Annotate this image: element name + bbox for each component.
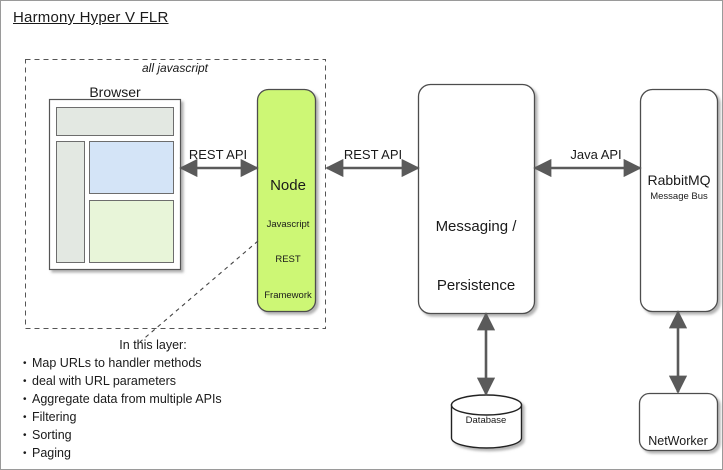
callout-list-item: Paging	[23, 444, 222, 462]
browser-content-blue-panel	[89, 141, 174, 194]
node-subtitle-line-3: Framework	[264, 290, 312, 301]
node-server-title: Node	[270, 177, 306, 194]
networker-label-line-1: NetWorker	[648, 434, 708, 448]
node-server-box[interactable]	[256, 88, 317, 313]
messaging-persistence-label: Messaging / Persistence	[418, 178, 534, 334]
node-subtitle-line-2: REST	[275, 254, 301, 266]
callout-list-item: Filtering	[23, 408, 222, 426]
node-server-subtitle: Javascript REST Framework	[254, 195, 322, 326]
browser-content-green-panel	[89, 200, 174, 263]
browser-left-sidebar	[56, 141, 85, 263]
connector-label-messaging-rabbitmq: Java API	[570, 147, 622, 162]
browser-top-bar	[56, 107, 174, 136]
browser-label: Browser	[89, 84, 141, 100]
javascript-boundary-label: all javascript	[141, 61, 209, 75]
messaging-label-line-1: Messaging /	[435, 218, 517, 235]
javascript-boundary-group	[25, 59, 326, 329]
callout-heading: In this layer:	[119, 338, 187, 352]
callout-list-item: Map URLs to handler methods	[23, 354, 222, 372]
database-label: Database	[465, 415, 507, 426]
connector-label-browser-node: REST API	[188, 147, 248, 162]
callout-leader-line	[139, 240, 259, 343]
page-title: Harmony Hyper V FLR	[13, 9, 169, 26]
node-subtitle-line-1: Javascript	[266, 218, 310, 230]
database-cylinder[interactable]	[450, 394, 523, 449]
messaging-label-line-2: Persistence	[436, 276, 516, 294]
callout-list-item: deal with URL parameters	[23, 372, 222, 390]
callout-list-item: Aggregate data from multiple APIs	[23, 390, 222, 408]
callout-list-item: Sorting	[23, 426, 222, 444]
networker-adaptor-label: NetWorker Adaptor	[639, 400, 717, 469]
callout-list: Map URLs to handler methods deal with UR…	[23, 354, 222, 462]
connector-label-node-messaging: REST API	[343, 147, 403, 162]
messaging-persistence-box[interactable]	[417, 83, 536, 315]
rabbitmq-subtitle: Message Bus	[650, 191, 708, 202]
rabbitmq-title: RabbitMQ	[647, 172, 711, 188]
